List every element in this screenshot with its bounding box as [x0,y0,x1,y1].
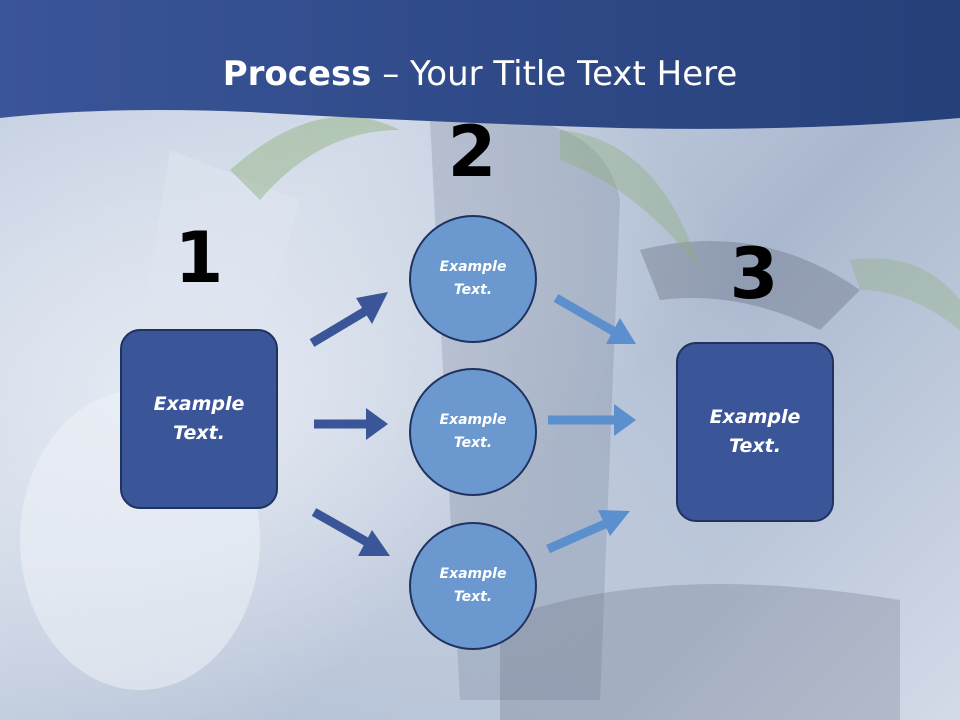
arrow-left-middle [314,408,388,440]
step-number-3: 3 [729,233,779,315]
arrow-right-top [553,294,636,344]
step-number-2: 2 [447,111,497,193]
circle-top: Example Text. [409,215,537,343]
circle-bottom-text: Example Text. [439,566,507,605]
arrow-right-bottom [546,510,630,554]
slide-title: Process – Your Title Text Here [0,52,960,96]
right-box-text: Example Text. [709,406,801,457]
left-box-text: Example Text. [153,393,245,444]
arrow-right-middle [548,404,636,436]
step-number-1: 1 [174,217,224,299]
arrow-left-bottom [311,508,390,556]
circle-middle-text: Example Text. [439,412,507,451]
right-box: Example Text. [676,342,834,522]
circle-middle: Example Text. [409,368,537,496]
arrow-left-top [309,292,388,347]
circle-bottom: Example Text. [409,522,537,650]
circle-top-text: Example Text. [439,259,507,298]
title-rest: – Your Title Text Here [371,54,738,94]
title-bold: Process [222,54,372,94]
left-box: Example Text. [120,329,278,509]
